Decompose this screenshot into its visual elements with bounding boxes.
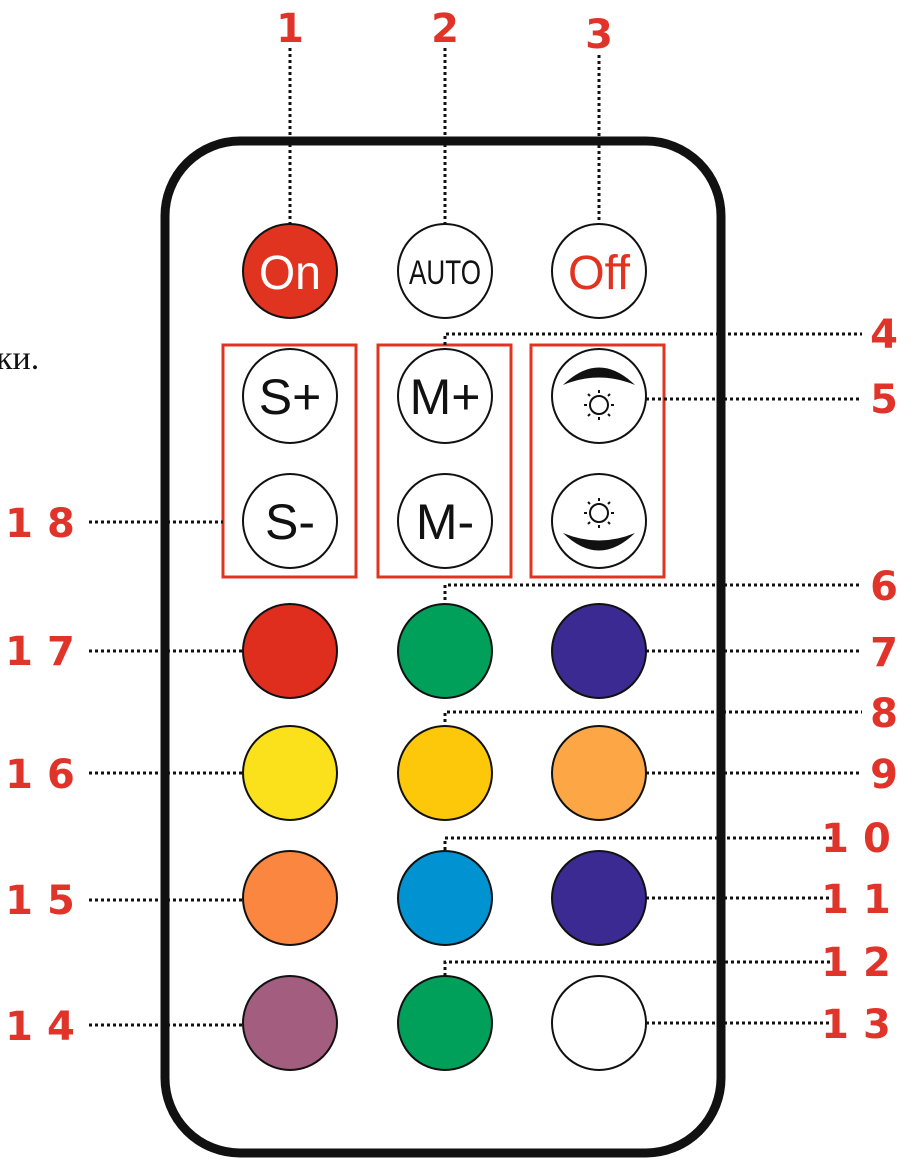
- stray-text: ки.: [0, 340, 39, 377]
- color-button-r3-c3[interactable]: [551, 850, 647, 946]
- on-button-label: On: [259, 247, 321, 300]
- color-button-r2-c2[interactable]: [397, 725, 493, 821]
- brightness-down-icon: [563, 498, 635, 551]
- callout-2: 2: [431, 6, 459, 52]
- speed-up-button[interactable]: [242, 348, 338, 444]
- callout-7: 7: [870, 630, 898, 676]
- callout-4: 4: [870, 312, 898, 358]
- callout-18: 18: [5, 501, 89, 547]
- color-button-r4-c1[interactable]: [242, 975, 338, 1071]
- mode-up-button-label: M+: [410, 369, 481, 425]
- speed-group-box: [221, 343, 358, 579]
- callout-14: 14: [5, 1004, 89, 1050]
- brightness-group-box: [529, 343, 666, 579]
- callout-12: 12: [821, 940, 905, 986]
- color-button-r2-c3[interactable]: [551, 725, 647, 821]
- on-button[interactable]: [242, 223, 338, 319]
- color-button-r1-c3[interactable]: [551, 603, 647, 699]
- callout-9: 9: [870, 752, 898, 798]
- auto-button-label: AUTO: [409, 254, 481, 292]
- color-button-r4-c2[interactable]: [397, 975, 493, 1071]
- control-rows: S+ M+ S- M-: [242, 348, 647, 569]
- color-button-r2-c1[interactable]: [242, 725, 338, 821]
- speed-down-button[interactable]: [242, 473, 338, 569]
- color-button-r4-c3[interactable]: [551, 975, 647, 1071]
- color-button-r1-c2[interactable]: [397, 603, 493, 699]
- color-button-r3-c1[interactable]: [242, 850, 338, 946]
- callout-8: 8: [870, 691, 898, 737]
- callout-5: 5: [870, 377, 898, 423]
- callout-16: 16: [5, 752, 89, 798]
- mode-up-button[interactable]: [397, 348, 493, 444]
- color-button-r3-c2[interactable]: [397, 850, 493, 946]
- color-buttons: [242, 603, 647, 1071]
- off-button[interactable]: [551, 223, 647, 319]
- callout-13: 13: [821, 1002, 905, 1048]
- leader-line: [443, 960, 832, 976]
- callout-1: 1: [276, 6, 304, 52]
- callout-6: 6: [870, 564, 898, 610]
- callout-15: 15: [5, 878, 89, 924]
- leader-line: [443, 710, 862, 728]
- leader-line: [443, 583, 862, 600]
- color-button-r1-c1[interactable]: [242, 603, 338, 699]
- callout-17: 17: [5, 629, 89, 675]
- top-row: On AUTO Off: [242, 223, 647, 319]
- callout-11: 11: [821, 877, 905, 923]
- brightness-up-icon: [563, 367, 635, 420]
- mode-down-button-label: M-: [416, 494, 474, 550]
- off-button-label: Off: [568, 247, 631, 300]
- callouts: 1 2 3 4 5 6 7 8 9 10 11 12 13 14 15 16 1…: [5, 6, 905, 1050]
- callout-10: 10: [821, 816, 905, 862]
- mode-down-button[interactable]: [397, 473, 493, 569]
- leader-line: [443, 836, 832, 850]
- auto-button[interactable]: [397, 223, 493, 319]
- callout-3: 3: [585, 12, 613, 58]
- speed-up-button-label: S+: [259, 369, 322, 425]
- speed-down-button-label: S-: [265, 494, 315, 550]
